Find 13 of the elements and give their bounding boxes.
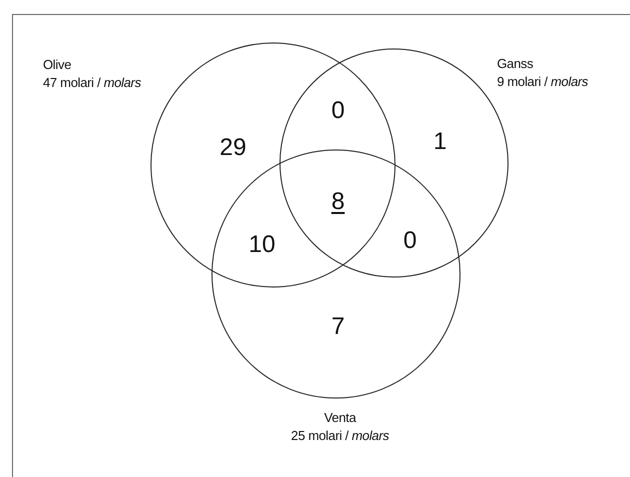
region-count: 10 <box>248 232 276 258</box>
set-name: Venta <box>324 409 356 426</box>
set-count: 25 molari / molars <box>291 427 389 444</box>
region-count: 0 <box>403 228 417 254</box>
region-count: 7 <box>331 314 345 340</box>
region-count: 0 <box>331 98 345 124</box>
region-count: 1 <box>433 129 447 155</box>
set-name: Olive <box>43 56 72 73</box>
set-count: 9 molari / molars <box>497 73 588 90</box>
set-count: 47 molari / molars <box>43 74 141 91</box>
region-count: 8 <box>331 189 345 215</box>
region-count: 29 <box>220 135 246 161</box>
set-name: Ganss <box>497 55 534 72</box>
